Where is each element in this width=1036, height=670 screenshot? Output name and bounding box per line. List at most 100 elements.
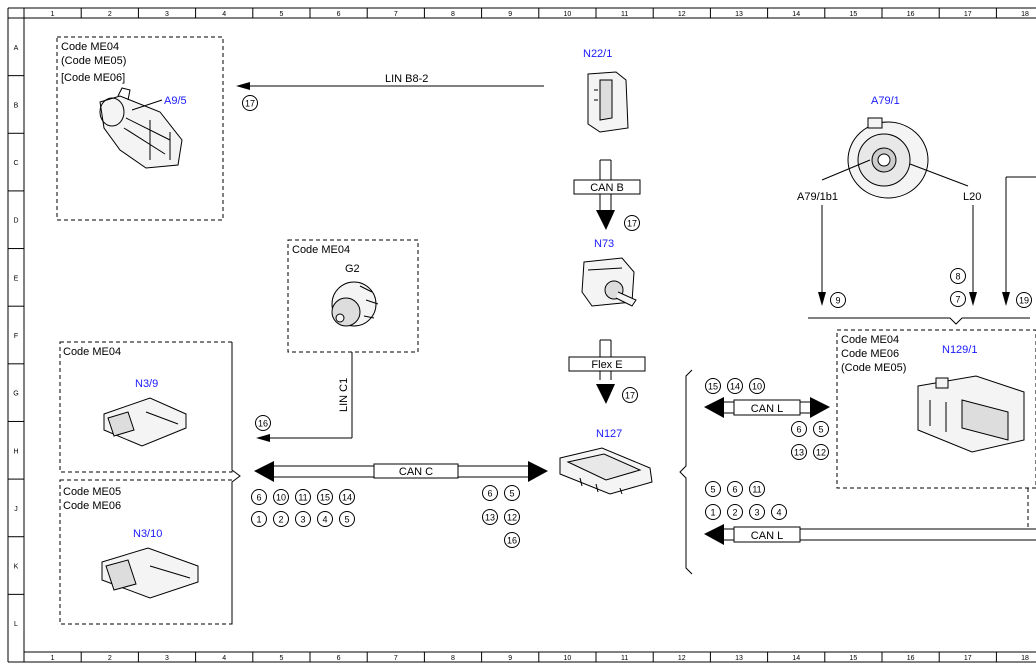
grid-row-G: G <box>13 391 18 398</box>
svg-text:10: 10 <box>276 493 286 503</box>
svg-text:17: 17 <box>625 391 635 401</box>
svg-text:5: 5 <box>818 425 823 435</box>
alternator-icon <box>331 281 379 327</box>
component-n22-1[interactable]: N22/1 <box>583 48 629 133</box>
grid-row-B: B <box>14 102 19 109</box>
bracket-right <box>679 369 693 575</box>
module-card-icon <box>587 71 629 133</box>
svg-text:4: 4 <box>322 515 327 525</box>
svg-text:12: 12 <box>507 513 517 523</box>
marker-19: 19 <box>1016 292 1032 308</box>
diagram-frame: 1122334455667788991010111112121313141415… <box>7 7 1036 663</box>
component-n3-10[interactable]: Code ME05 Code ME06 N3/10 <box>59 479 233 625</box>
svg-text:4: 4 <box>776 508 781 518</box>
component-n73[interactable]: N73 <box>581 238 637 307</box>
lin-c1-label: LIN C1 <box>338 378 350 412</box>
component-n129-1[interactable]: Code ME04 Code ME06 (Code ME05) N129/1 <box>836 329 1036 489</box>
g2-dashed-box <box>287 239 419 353</box>
grid-col-bottom-16: 16 <box>907 655 915 662</box>
marker-3: 3 <box>295 511 311 527</box>
svg-text:5: 5 <box>710 485 715 495</box>
marker-12: 12 <box>813 444 829 460</box>
grid-col-top-10: 10 <box>564 11 572 18</box>
svg-text:15: 15 <box>320 493 330 503</box>
svg-text:16: 16 <box>258 419 268 429</box>
grid-col-bottom-13: 13 <box>735 655 743 662</box>
grid-col-top-9: 9 <box>508 11 512 18</box>
marker-5: 5 <box>339 511 355 527</box>
svg-text:10: 10 <box>752 382 762 392</box>
svg-text:5: 5 <box>344 515 349 525</box>
n3-10-code-1: Code ME05 <box>63 486 121 498</box>
grid-col-bottom-5: 5 <box>279 655 283 662</box>
lin-b8-2-label: LIN B8-2 <box>385 73 428 85</box>
component-n3-9[interactable]: Code ME04 N3/9 <box>59 341 233 473</box>
connection-can-c[interactable]: CAN C <box>254 461 548 482</box>
svg-text:19: 19 <box>1019 296 1029 306</box>
connection-can-l-top[interactable]: CAN L <box>704 397 830 418</box>
grid-col-bottom-14: 14 <box>792 655 800 662</box>
grid-col-top-17: 17 <box>964 11 972 18</box>
component-g2[interactable]: Code ME04 G2 <box>287 239 419 353</box>
g2-label: G2 <box>345 263 360 275</box>
grid-row-J: J <box>14 506 18 513</box>
bracket-left <box>231 342 241 624</box>
l20-label: L20 <box>963 191 981 203</box>
marker-17-flex-e: 17 <box>622 387 638 403</box>
grid-col-bottom-18: 18 <box>1021 655 1029 662</box>
connection-can-b[interactable]: CAN B 17 <box>573 159 641 231</box>
svg-text:17: 17 <box>627 219 637 229</box>
grid-row-L: L <box>14 621 18 628</box>
svg-text:1: 1 <box>256 515 261 525</box>
grid-col-top-1: 1 <box>51 11 55 18</box>
svg-text:2: 2 <box>278 515 283 525</box>
marker-15: 15 <box>705 378 721 394</box>
grid-col-bottom-7: 7 <box>394 655 398 662</box>
a79-1b1-label: A79/1b1 <box>797 191 838 203</box>
marker-4: 4 <box>317 511 333 527</box>
marker-2: 2 <box>727 504 743 520</box>
grid-col-bottom-1: 1 <box>51 655 55 662</box>
connection-flex-e[interactable]: Flex E 17 <box>568 339 646 404</box>
compressor-icon <box>99 87 183 169</box>
svg-text:14: 14 <box>730 382 740 392</box>
marker-6: 6 <box>251 489 267 505</box>
connection-lin-b8-2[interactable]: LIN B8-2 17 <box>236 73 544 111</box>
connection-lin-c1[interactable]: LIN C1 16 <box>255 352 353 442</box>
component-a9-5[interactable]: Code ME04 (Code ME05) [Code ME06] A9/5 <box>56 36 224 221</box>
grid-row-A: A <box>14 45 19 52</box>
marker-2: 2 <box>273 511 289 527</box>
svg-text:9: 9 <box>835 296 840 306</box>
can-l-bottom-label: CAN L <box>751 530 783 542</box>
component-a79-1[interactable]: A79/1 A79/1b1 L20 9 8 7 <box>797 95 1036 325</box>
svg-text:6: 6 <box>796 425 801 435</box>
connection-can-l-bottom[interactable]: CAN L <box>704 488 1036 545</box>
n129-1-code-1: Code ME04 <box>841 334 899 346</box>
grid-row-F: F <box>14 333 18 340</box>
marker-12: 12 <box>504 509 520 525</box>
grid-col-top-3: 3 <box>165 11 169 18</box>
svg-text:6: 6 <box>487 489 492 499</box>
brace-top <box>808 317 1030 325</box>
marker-3: 3 <box>749 504 765 520</box>
n129-1-code-3: (Code ME05) <box>841 362 906 374</box>
marker-7: 7 <box>950 291 966 307</box>
component-n127[interactable]: N127 <box>559 428 653 495</box>
grid-col-top-6: 6 <box>337 11 341 18</box>
can-c-label: CAN C <box>399 466 433 478</box>
marker-1: 1 <box>705 504 721 520</box>
engine-ecu-icon <box>103 397 187 447</box>
marker-13: 13 <box>482 509 498 525</box>
clockspring-icon <box>847 117 929 199</box>
grid-row-E: E <box>14 275 19 282</box>
marker-5: 5 <box>705 481 721 497</box>
marker-14: 14 <box>339 489 355 505</box>
svg-text:15: 15 <box>708 382 718 392</box>
grid-col-bottom-11: 11 <box>621 655 628 662</box>
svg-text:2: 2 <box>732 508 737 518</box>
svg-text:13: 13 <box>794 448 804 458</box>
svg-text:1: 1 <box>710 508 715 518</box>
marker-15: 15 <box>317 489 333 505</box>
marker-10: 10 <box>273 489 289 505</box>
